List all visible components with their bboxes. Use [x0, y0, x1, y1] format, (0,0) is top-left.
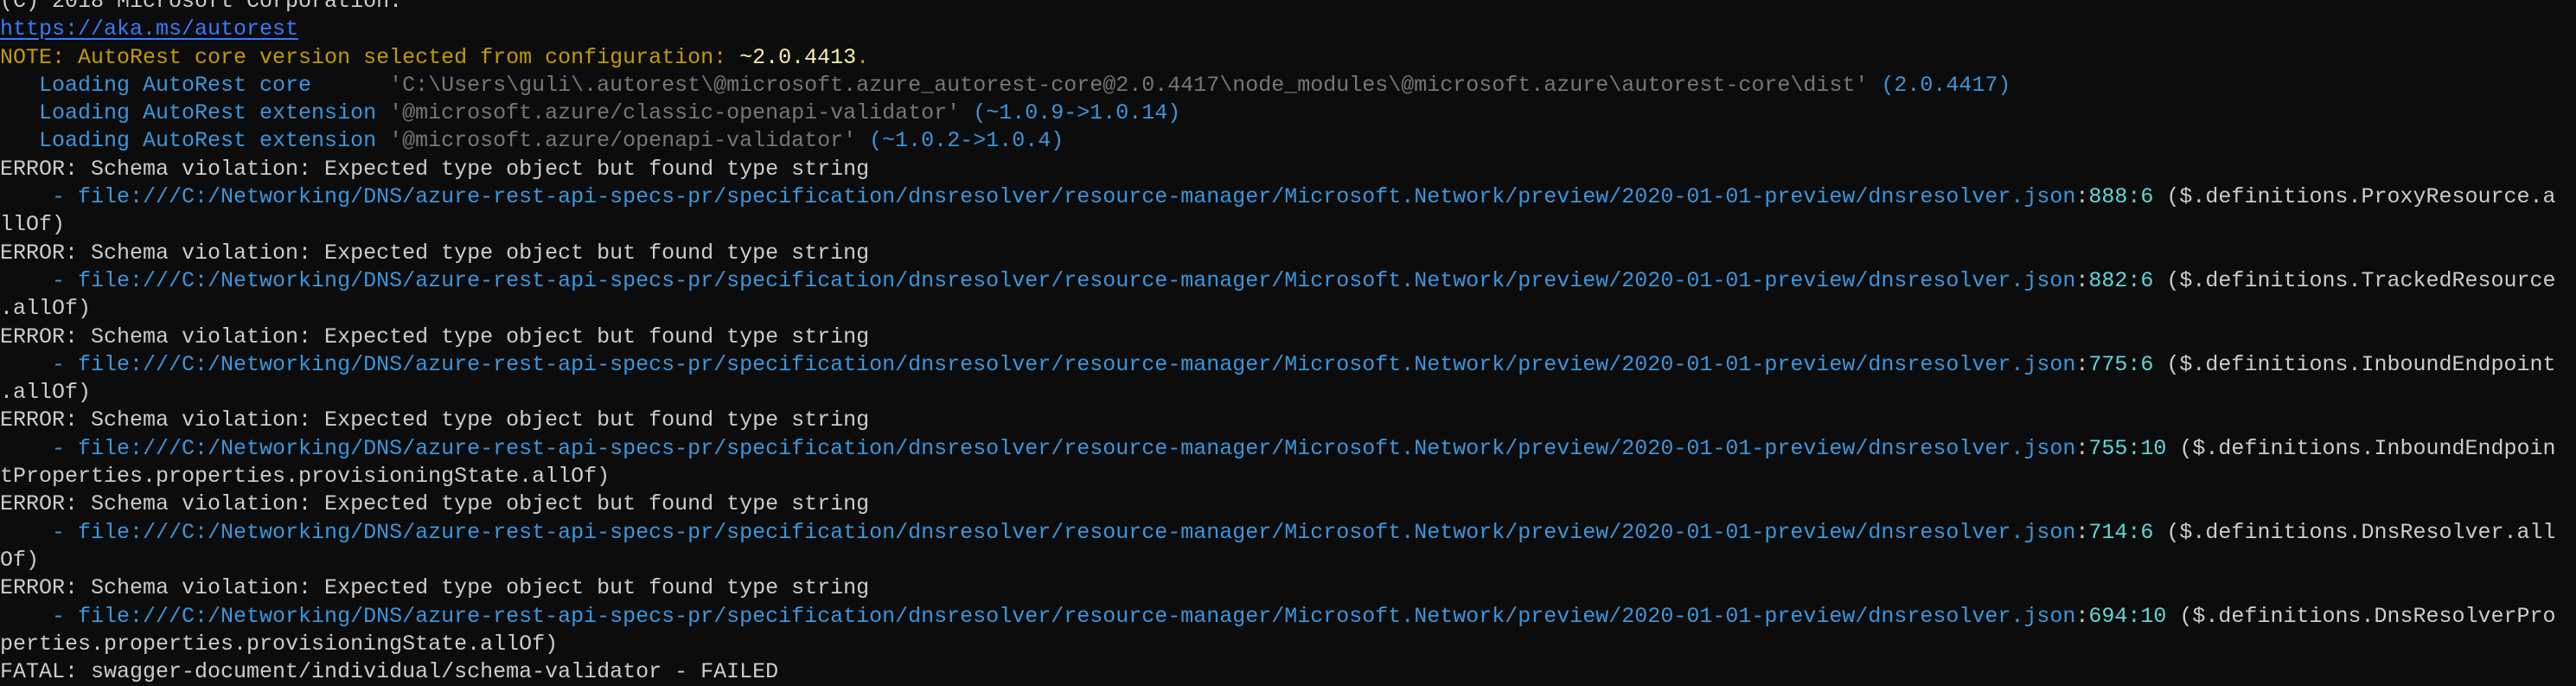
- terminal-line: .allOf): [0, 295, 2556, 323]
- terminal-text: :: [2075, 603, 2089, 629]
- terminal-text: ERROR: Schema violation: Expected type o…: [0, 156, 870, 182]
- terminal-line: - file:///C:/Networking/DNS/azure-rest-a…: [0, 267, 2556, 295]
- terminal-line: ERROR: Schema violation: Expected type o…: [0, 324, 2556, 351]
- terminal-text: ERROR: Schema violation: Expected type o…: [0, 407, 870, 433]
- terminal-line: - file:///C:/Networking/DNS/azure-rest-a…: [0, 183, 2556, 211]
- terminal-text: llOf): [0, 212, 66, 238]
- terminal-text: (~1.0.2->1.0.4): [856, 128, 1064, 154]
- terminal-line: ERROR: Schema violation: Expected type o…: [0, 156, 2556, 183]
- terminal-line: - file:///C:/Networking/DNS/azure-rest-a…: [0, 351, 2556, 379]
- terminal-text: Loading AutoRest extension: [0, 100, 390, 126]
- terminal-text: ($.definitions.DnsResolver.all: [2153, 519, 2556, 545]
- terminal-text: 714:6: [2088, 519, 2154, 545]
- terminal-text: Loading AutoRest extension: [0, 128, 390, 154]
- terminal-text: 882:6: [2088, 267, 2154, 293]
- terminal-line: - file:///C:/Networking/DNS/azure-rest-a…: [0, 519, 2556, 547]
- terminal-line: - file:///C:/Networking/DNS/azure-rest-a…: [0, 603, 2556, 631]
- terminal-text: .allOf): [0, 380, 92, 406]
- terminal-line: ERROR: Schema violation: Expected type o…: [0, 240, 2556, 267]
- terminal-text: :: [2075, 351, 2089, 377]
- terminal-line: perties.properties.provisioningState.all…: [0, 631, 2556, 658]
- terminal-text: ~2.0.4413: [739, 44, 857, 70]
- terminal-text: perties.properties.provisioningState.all…: [0, 631, 559, 657]
- file-path-link[interactable]: - file:///C:/Networking/DNS/azure-rest-a…: [0, 184, 2076, 210]
- terminal-text: ERROR: Schema violation: Expected type o…: [0, 240, 870, 266]
- terminal-line: tProperties.properties.provisioningState…: [0, 463, 2556, 490]
- terminal-text: :: [2075, 435, 2089, 461]
- terminal-line: Of): [0, 547, 2556, 574]
- terminal-text: ($.definitions.InboundEndpoin: [2166, 435, 2556, 461]
- terminal-line: https://aka.ms/autorest: [0, 16, 2556, 43]
- terminal-text: (C) 2018 Microsoft Corporation.: [0, 0, 403, 14]
- terminal-text: (2.0.4417): [1868, 72, 2011, 98]
- terminal-line: Loading AutoRest extension '@microsoft.a…: [0, 127, 2556, 155]
- terminal-line: NOTE: AutoRest core version selected fro…: [0, 44, 2556, 72]
- terminal-text: 755:10: [2088, 435, 2167, 461]
- terminal-text: 694:10: [2088, 603, 2167, 629]
- terminal-line: .allOf): [0, 379, 2556, 407]
- terminal-text: ($.definitions.TrackedResource: [2153, 267, 2556, 293]
- terminal-text: ERROR: Schema violation: Expected type o…: [0, 491, 870, 517]
- terminal-text: ($.definitions.ProxyResource.a: [2153, 184, 2556, 210]
- terminal-text: '@microsoft.azure/classic-openapi-valida…: [389, 100, 961, 126]
- terminal-text: NOTE: AutoRest core version selected fro…: [0, 44, 740, 70]
- terminal-text: ERROR: Schema violation: Expected type o…: [0, 324, 870, 349]
- terminal-text: tProperties.properties.provisioningState…: [0, 464, 610, 490]
- terminal-text: Of): [0, 547, 40, 573]
- terminal-text: 'C:\Users\guli\.autorest\@microsoft.azur…: [389, 72, 1869, 98]
- terminal-text: .: [856, 44, 870, 70]
- terminal-line: ERROR: Schema violation: Expected type o…: [0, 490, 2556, 518]
- terminal-line: FATAL: swagger-document/individual/schem…: [0, 658, 2556, 686]
- terminal-text: :: [2075, 184, 2089, 210]
- file-path-link[interactable]: - file:///C:/Networking/DNS/azure-rest-a…: [0, 603, 2076, 629]
- file-path-link[interactable]: - file:///C:/Networking/DNS/azure-rest-a…: [0, 351, 2076, 377]
- terminal-text: Loading AutoRest core: [0, 72, 390, 98]
- terminal-text: 888:6: [2088, 184, 2154, 210]
- file-path-link[interactable]: - file:///C:/Networking/DNS/azure-rest-a…: [0, 267, 2076, 293]
- terminal-line: ERROR: Schema violation: Expected type o…: [0, 574, 2556, 602]
- terminal-text: 775:6: [2088, 351, 2154, 377]
- terminal-text: (~1.0.9->1.0.14): [960, 100, 1181, 126]
- terminal-text: ERROR: Schema violation: Expected type o…: [0, 575, 870, 601]
- terminal-text: ($.definitions.DnsResolverPro: [2166, 603, 2556, 629]
- terminal-line: (C) 2018 Microsoft Corporation.: [0, 0, 2556, 16]
- file-path-link[interactable]: - file:///C:/Networking/DNS/azure-rest-a…: [0, 435, 2076, 461]
- terminal-text: :: [2075, 267, 2089, 293]
- terminal-line: - file:///C:/Networking/DNS/azure-rest-a…: [0, 435, 2556, 463]
- terminal-line: Loading AutoRest core 'C:\Users\guli\.au…: [0, 72, 2556, 99]
- terminal-line: llOf): [0, 211, 2556, 239]
- autorest-link[interactable]: https://aka.ms/autorest: [0, 16, 299, 42]
- terminal-line: Loading AutoRest extension '@microsoft.a…: [0, 99, 2556, 127]
- terminal-text: :: [2075, 519, 2089, 545]
- terminal-text: .allOf): [0, 296, 92, 322]
- terminal-text: FATAL: swagger-document/individual/schem…: [0, 659, 779, 685]
- terminal-text: '@microsoft.azure/openapi-validator': [389, 128, 857, 154]
- terminal-text: ($.definitions.InboundEndpoint: [2153, 351, 2556, 377]
- terminal-line: ERROR: Schema violation: Expected type o…: [0, 407, 2556, 434]
- file-path-link[interactable]: - file:///C:/Networking/DNS/azure-rest-a…: [0, 519, 2076, 545]
